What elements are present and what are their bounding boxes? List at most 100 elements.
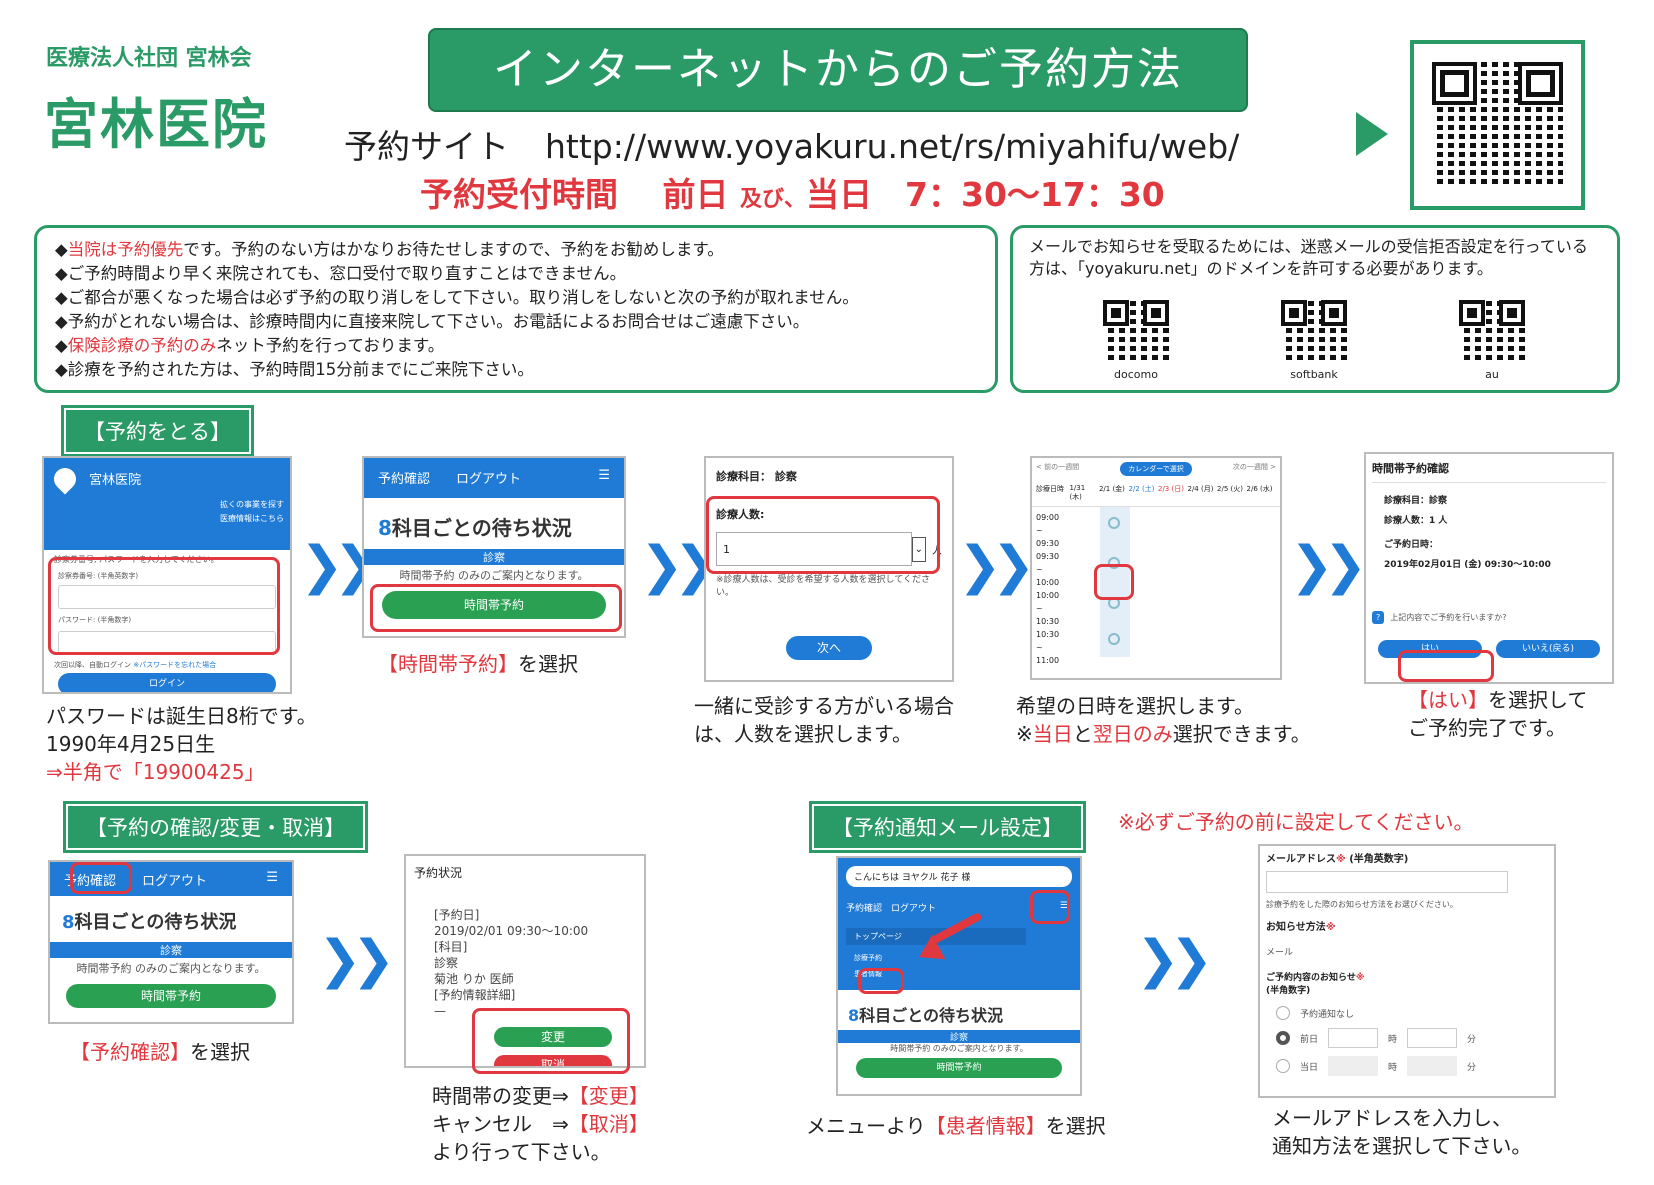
au-qr-code[interactable] (1459, 300, 1525, 364)
step4-caption: 希望の日時を選択します。※当日と翌日のみ選択できます。 (1016, 694, 1311, 746)
menu-icon[interactable]: ☰ (1059, 901, 1068, 911)
section-confirm: 【予約の確認/変更・取消】 (62, 801, 369, 853)
nav-confirm[interactable]: 予約確認 (64, 874, 117, 889)
timeslot-button[interactable]: 時間帯予約 (382, 591, 606, 619)
side-links: 拡くの事業を探す医療情報はこちら (220, 500, 284, 523)
step3-caption: 一緒に受診する方がいる場合は、人数を選択します。 (694, 694, 954, 746)
wait-title: 8科目ごとの待ち状況 (848, 1006, 1003, 1025)
mail1-caption: メニューより【患者情報】を選択 (806, 1114, 1106, 1138)
nav-bar: 予約確認 ログアウト ☰ (50, 862, 292, 896)
id-input[interactable] (58, 585, 276, 609)
email-input[interactable] (1266, 871, 1508, 893)
slot-circle-icon[interactable] (1108, 633, 1120, 645)
chevron-right-icon: ❯❯ (318, 930, 395, 990)
docomo-label: docomo (1114, 368, 1158, 381)
reception-hours: 予約受付時間 前日 及び、当日 7：30〜17：30 (420, 168, 1165, 216)
note-item: ◆ご都合が悪くなった場合は必ず予約の取り消しをして下さい。取り消しをしないと次の… (55, 288, 859, 307)
minute-input[interactable] (1407, 1028, 1458, 1048)
mail-settings-screen: メールアドレス※ (半角英数字) 診療予約をした際のお知らせ方法をお選びください… (1258, 844, 1556, 1098)
mail-domain-box: メールでお知らせを受取るためには、迷惑メールの受信拒否設定を行っている方は、「y… (1010, 225, 1620, 393)
nav-confirm[interactable]: 予約確認 (846, 904, 883, 914)
hours-day-b: 当日 (806, 175, 873, 214)
calendar-select[interactable]: カレンダーで選択 (1120, 462, 1192, 476)
person-icon: 8 (848, 1006, 860, 1025)
day-header: 診療日時 1/31 (木)2/1 (金)2/2 (土)2/3 (日)2/4 (月… (1032, 480, 1280, 507)
chevron-right-icon: ❯❯ (640, 536, 717, 596)
login-button[interactable]: ログイン (58, 673, 276, 692)
nav-confirm[interactable]: 予約確認 (378, 472, 431, 487)
wait-msg: 時間帯予約 のみのご案内となります。 (890, 1044, 1028, 1053)
chevron-right-icon: ❯❯ (1290, 536, 1367, 596)
no-button[interactable]: いいえ(戻る) (1496, 640, 1600, 658)
login-header: 宮林医院 拡くの事業を探す医療情報はこちら (44, 458, 290, 550)
au-label: au (1485, 368, 1499, 381)
forgot-link[interactable]: ※パスワードを忘れた場合 (133, 661, 217, 669)
pw-label: パスワード: (半角数字) (58, 616, 132, 624)
cancel-button[interactable]: 取消 (494, 1055, 612, 1066)
hours-time: 7：30〜17：30 (905, 175, 1165, 214)
menu-patient[interactable]: 患者情報 (854, 970, 882, 978)
site-url[interactable]: http://www.yoyakuru.net/rs/miyahifu/web/ (545, 127, 1240, 166)
note-item: ◆診療を予約された方は、予約時間15分前までにご来院下さい。 (55, 360, 534, 379)
chevron-down-icon[interactable]: ⌄ (911, 536, 926, 562)
party-size-screen: 診療科目： 診察 診療人数: 1⌄人 ※診療人数は、受診を希望する人数を選択して… (704, 456, 954, 682)
hour-input[interactable] (1328, 1028, 1379, 1048)
dept-band: 診察 (50, 942, 292, 958)
radio-icon (1276, 1059, 1290, 1073)
slot-column (1100, 507, 1130, 657)
note-item: ◆ご予約時間より早く来院されても、窓口受付で取り直すことはできません。 (55, 264, 627, 283)
nav-logout[interactable]: ログアウト (142, 874, 208, 889)
subject-label: 診療科目： 診察 (716, 470, 797, 483)
person-icon: 8 (62, 912, 75, 933)
notice-label: ご予約内容のお知らせ※ (1266, 973, 1365, 983)
method-label: お知らせ方法※ (1266, 922, 1336, 933)
confirm1-caption: 【予約確認】を選択 (70, 1040, 250, 1064)
option-same-day[interactable]: 当日時分 (1276, 1056, 1548, 1076)
confirm-question: ?上記内容でご予約を行いますか? (1372, 611, 1606, 624)
minute-input[interactable] (1407, 1056, 1458, 1076)
app-title: 宮林医院 (89, 472, 142, 488)
docomo-qr-code[interactable] (1103, 300, 1169, 364)
softbank-qr-code[interactable] (1281, 300, 1347, 364)
confirm-entry-screen: 予約確認 ログアウト☰ 8科目ごとの待ち状況 診察 時間帯予約 のみのご案内とな… (48, 860, 294, 1024)
hour-input[interactable] (1328, 1056, 1379, 1076)
menu-reserve[interactable]: 診療予約 (854, 954, 882, 962)
dept-band: 診察 (838, 1030, 1080, 1043)
count-select[interactable]: 1 (716, 532, 912, 566)
notice-hint: (半角数字) (1266, 986, 1311, 996)
highlight-count (706, 496, 940, 574)
slot-circle-icon[interactable] (1108, 557, 1120, 569)
timeslot-button[interactable]: 時間帯予約 (856, 1058, 1062, 1078)
slot-circle-icon[interactable] (1108, 517, 1120, 529)
prev-week[interactable]: < 前の一週間 (1036, 463, 1080, 471)
next-button[interactable]: 次へ (786, 636, 872, 660)
change-button[interactable]: 変更 (494, 1027, 612, 1047)
wait-status-screen: 予約確認 ログアウト☰ 8科目ごとの待ち状況 診察 時間帯予約 のみのご案内とな… (362, 456, 626, 638)
status-details: [予約日]2019/02/01 09:30〜10:00[科目]診察菊池 りか 医… (434, 908, 589, 1018)
site-qr-frame (1410, 40, 1585, 210)
menu-icon[interactable]: ☰ (598, 468, 610, 483)
section-reserve: 【予約をとる】 (61, 405, 254, 457)
nav-logout[interactable]: ログアウト (456, 472, 522, 487)
option-none[interactable]: 予約通知なし (1276, 1006, 1548, 1020)
hours-label: 予約受付時間 (420, 175, 618, 214)
confirm-title: 時間帯予約確認 (1372, 460, 1606, 483)
wait-title: 8科目ごとの待ち状況 (62, 912, 237, 933)
nav-logout[interactable]: ログアウト (891, 904, 937, 914)
notes-box: ◆当院は予約優先です。予約のない方はかなりお待たせしますので、予約をお勧めします… (34, 225, 998, 393)
method-value[interactable]: メール (1266, 948, 1294, 958)
play-arrow-icon (1356, 112, 1388, 156)
highlight-timeslot (370, 584, 622, 632)
next-week[interactable]: 次の一週間 > (1232, 463, 1276, 471)
method-desc: 診療予約をした際のお知らせ方法をお選びください。 (1266, 900, 1458, 909)
option-prev-day[interactable]: 前日時分 (1276, 1028, 1548, 1048)
site-qr-code[interactable] (1432, 62, 1563, 188)
title-banner: インターネットからのご予約方法 (428, 28, 1248, 112)
highlight-login-fields (48, 557, 280, 655)
login-options: 次回以降、自動ログイン ※パスワードを忘れた場合 (54, 661, 217, 669)
confirm-screen: 時間帯予約確認 診療科目：診察診療人数：1 人ご予約日時：2019年02月01日… (1364, 452, 1614, 684)
confirm2-caption: 時間帯の変更⇒【変更】 キャンセル ⇒【取消】 より行って下さい。 (432, 1084, 649, 1164)
timeslot-button[interactable]: 時間帯予約 (66, 984, 276, 1008)
menu-icon[interactable]: ☰ (266, 870, 278, 885)
page-title: インターネットからのご予約方法 (493, 44, 1183, 95)
